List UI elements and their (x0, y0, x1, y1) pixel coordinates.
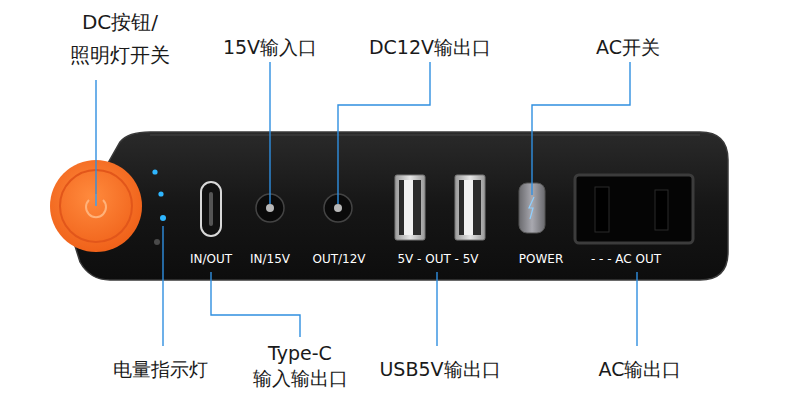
power-led (529, 197, 534, 219)
dc-pin (266, 204, 274, 212)
dc-pin (334, 204, 342, 212)
port-label: IN/OUT (190, 251, 232, 267)
usb-tongue (404, 180, 413, 235)
port-label: OUT/12V (312, 251, 365, 267)
leader-line (95, 80, 96, 206)
leader-line (338, 62, 430, 204)
port-label: IN/15V (250, 251, 290, 267)
type-c-port (201, 182, 221, 236)
callout-label: USB5V输出口 (379, 356, 500, 382)
port-label: 5V - OUT - 5V (397, 251, 478, 267)
ac-outlet (575, 175, 693, 243)
leader-line (636, 272, 637, 346)
leader-line (211, 272, 300, 337)
leader-line (532, 62, 630, 195)
callout-label: AC开关 (596, 35, 660, 59)
usb-tongue (464, 180, 473, 235)
indicator-light (160, 215, 166, 221)
usb-inner (399, 180, 421, 235)
leader-line (269, 62, 270, 204)
usb-inner (459, 180, 481, 235)
callout-label: DC按钮/ 照明灯开关 (55, 6, 185, 72)
ac-slot (655, 190, 668, 230)
callout-label: Type-C 输入输出口 (244, 341, 356, 391)
ac-slot (595, 187, 609, 232)
port-label: POWER (519, 251, 563, 267)
type-c-tongue (209, 192, 213, 226)
usb-port (395, 175, 425, 240)
usb-port (455, 175, 485, 240)
callout-label: DC12V输出口 (369, 35, 491, 59)
callout-label: 电量指示灯 (113, 356, 208, 382)
indicator-light (152, 169, 157, 174)
body-edge (150, 135, 700, 136)
device-body (70, 132, 728, 280)
callout-label: 15V输入口 (223, 35, 317, 59)
port-label: - - - AC OUT (591, 251, 661, 267)
leader-line (436, 272, 437, 346)
indicator-light (154, 239, 160, 245)
leader-line (162, 226, 163, 346)
callout-label: AC输出口 (599, 356, 682, 382)
indicator-light (158, 191, 163, 196)
